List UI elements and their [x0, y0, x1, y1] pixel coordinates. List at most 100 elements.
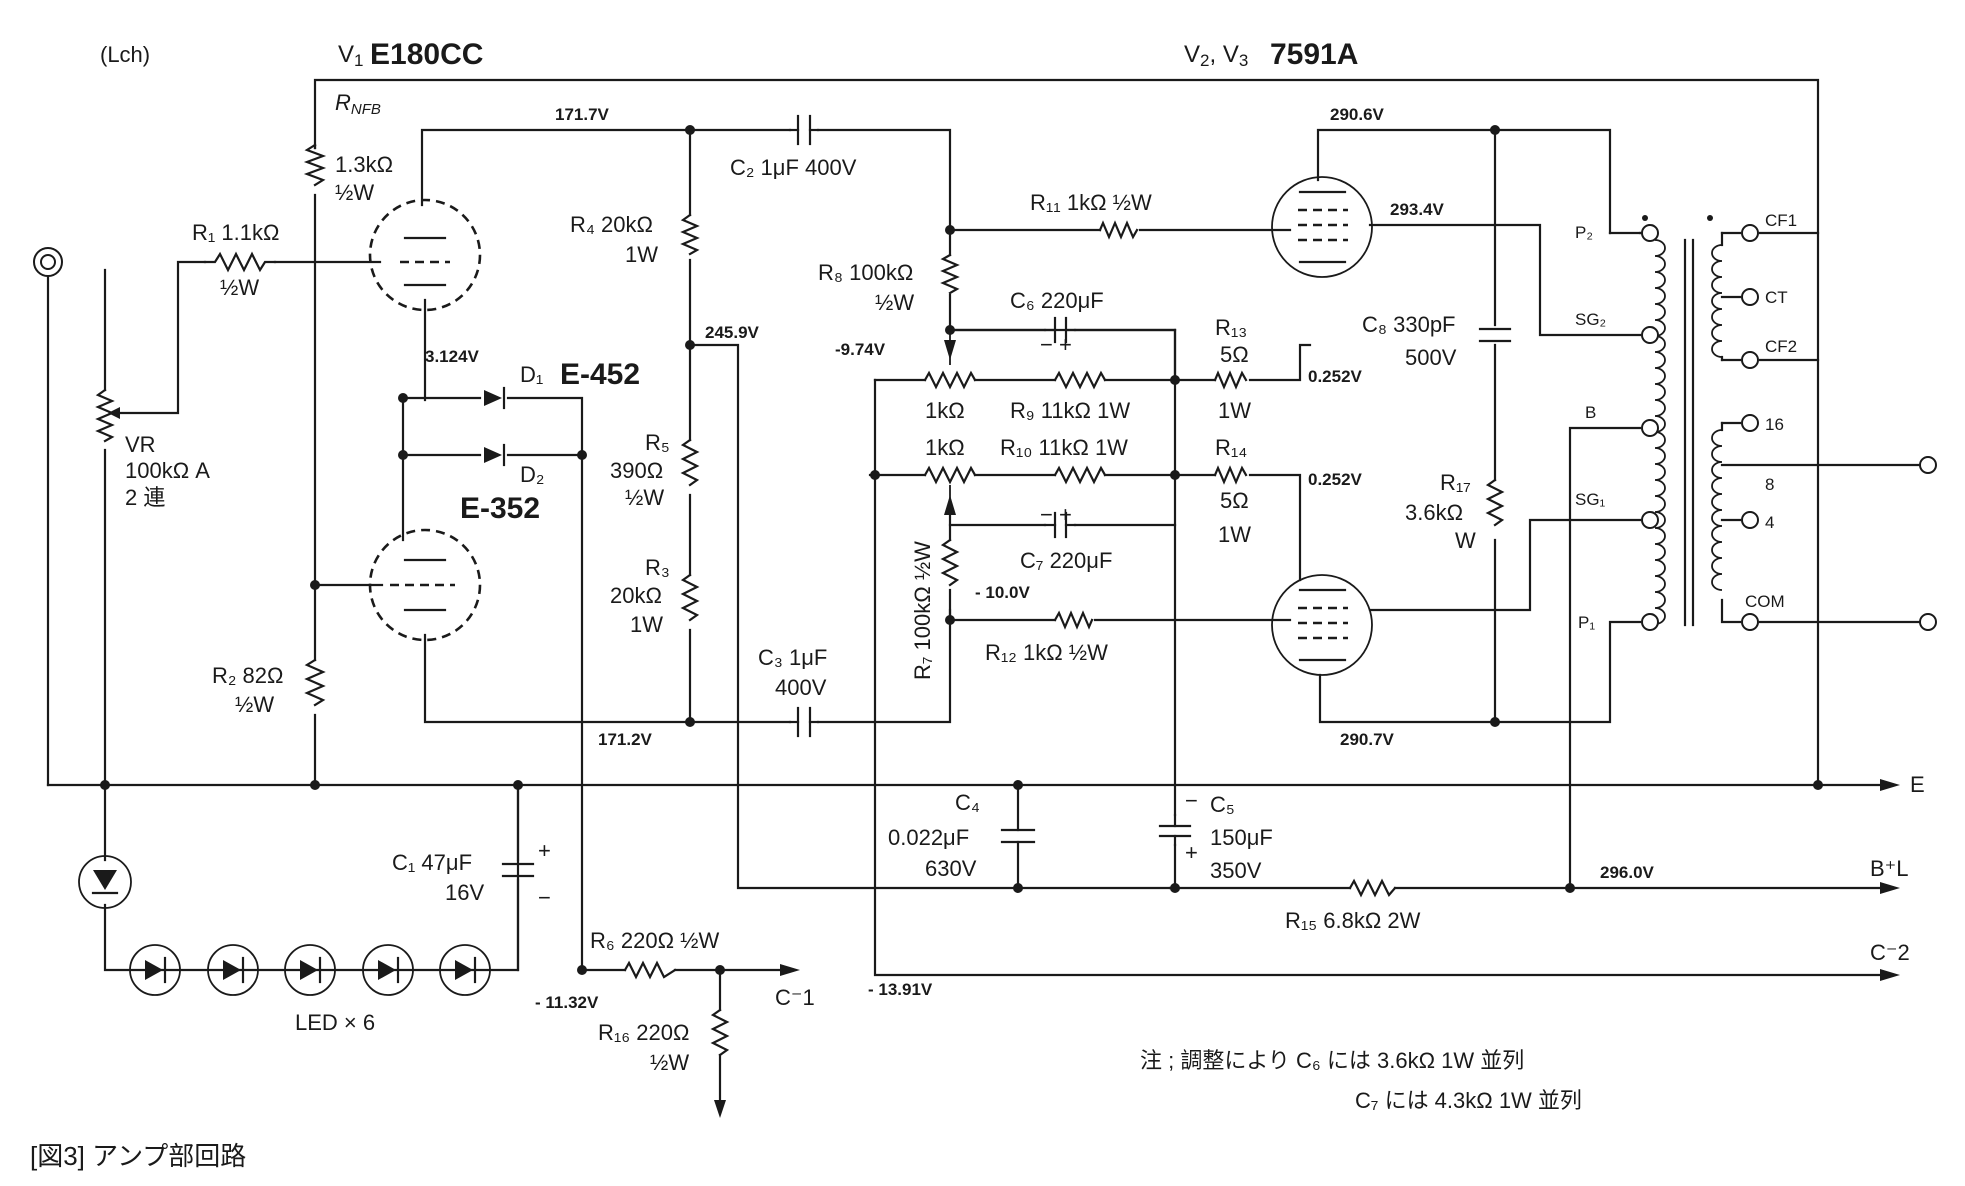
c5-label: C₅ — [1210, 792, 1235, 817]
rnfb-watt: ½W — [335, 180, 374, 205]
c8-capacitor — [1478, 327, 1512, 343]
r14-value: 5Ω — [1220, 488, 1249, 513]
c8-voltage: 500V — [1405, 345, 1457, 370]
r9-label: R₉ 11kΩ 1W — [1010, 398, 1130, 423]
terminal-com — [1741, 613, 1759, 631]
r16-watt: ½W — [650, 1050, 689, 1075]
arrow-c2 — [1880, 969, 1900, 981]
r14-label: R₁₄ — [1215, 435, 1247, 460]
channel-label: (Lch) — [100, 42, 150, 67]
sg2-label: SG₂ — [1575, 310, 1606, 329]
terminal-16 — [1741, 414, 1759, 432]
r2-watt: ½W — [235, 692, 274, 717]
c4-value: 0.022μF — [888, 825, 969, 850]
r9-resistor — [1053, 370, 1107, 390]
r1-watt: ½W — [220, 275, 259, 300]
r3-label: R₃ — [645, 555, 670, 580]
c6-capacitor — [1043, 316, 1077, 344]
rail-c2-label: C⁻2 — [1870, 940, 1910, 965]
com-wire — [1720, 598, 1742, 624]
r16-label: R₁₆ 220Ω — [598, 1020, 689, 1045]
v2-screen-wire — [1368, 223, 1642, 337]
bplus-wire — [1568, 426, 1642, 890]
r17-resistor — [1485, 478, 1505, 527]
r14-watt: 1W — [1218, 522, 1251, 547]
r5-value: 390Ω — [610, 458, 663, 483]
v-p1-label: 290.7V — [1340, 730, 1395, 749]
c2-wire — [816, 128, 952, 232]
c8-label: C₈ 330pF — [1362, 312, 1456, 337]
terminal-b — [1641, 419, 1659, 437]
output-terminal-8 — [1919, 456, 1937, 474]
arrow-r16 — [714, 1100, 726, 1118]
r8-watt: ½W — [875, 290, 914, 315]
v-b-label: 296.0V — [1600, 863, 1655, 882]
c3-label: C₃ 1μF — [758, 645, 827, 670]
led-indicator — [78, 855, 132, 909]
c7-polarity: − + — [1040, 502, 1072, 527]
pot-b-resistor — [923, 465, 977, 485]
r15-label: R₁₅ 6.8kΩ 2W — [1285, 908, 1421, 933]
r17-value: 3.6kΩ — [1405, 500, 1463, 525]
v2-pentode — [1271, 176, 1373, 278]
pot-a-resistor — [923, 370, 977, 390]
r6-label: R₆ 220Ω ½W — [590, 928, 719, 953]
r15-resistor — [1348, 878, 1397, 898]
r5-label: R₅ — [645, 430, 670, 455]
r17-label: R₁₇ — [1440, 470, 1471, 495]
v-c2-label: - 13.91V — [868, 980, 933, 999]
arrow-bl — [1880, 882, 1900, 894]
r5-watt: ½W — [625, 485, 664, 510]
r8-label: R₈ 100kΩ — [818, 260, 913, 285]
terminal-cf2 — [1741, 351, 1759, 369]
rail-bl-label: B⁺L — [1870, 856, 1909, 881]
c5-polarity-neg: − — [1185, 788, 1198, 813]
r3-value: 20kΩ — [610, 583, 662, 608]
c2-label: C₂ 1μF 400V — [730, 155, 857, 180]
r10-resistor — [1053, 465, 1107, 485]
p2-label: P₂ — [1575, 223, 1593, 242]
r3-watt: 1W — [630, 612, 663, 637]
led-2 — [207, 944, 259, 996]
v-p2-label: 290.6V — [1330, 105, 1385, 124]
v-mid-label: 245.9V — [705, 323, 760, 342]
r3-resistor — [680, 573, 700, 622]
r11-label: R₁₁ 1kΩ ½W — [1030, 190, 1152, 215]
rnfb-value: 1.3kΩ — [335, 152, 393, 177]
r8-resistor — [940, 253, 960, 295]
v2-plate-wire — [1316, 128, 1612, 235]
v-k2-label: 0.252V — [1308, 367, 1363, 386]
rail-e-label: E — [1910, 772, 1925, 797]
terminal-p1 — [1641, 613, 1659, 631]
left-wire-a — [313, 193, 384, 587]
note-line-2: C₇ には 4.3kΩ 1W 並列 — [1355, 1088, 1582, 1113]
r11-resistor — [1098, 220, 1139, 240]
r12-resistor — [1053, 610, 1094, 630]
terminal-sg2 — [1641, 326, 1659, 344]
c4-label: C₄ — [955, 790, 980, 815]
c2-capacitor — [788, 114, 820, 146]
c1-label: C₁ 47μF — [392, 850, 472, 875]
r5-resistor — [680, 438, 700, 487]
led-3 — [284, 944, 336, 996]
v3-screen-wire — [1368, 518, 1642, 612]
r10-label: R₁₀ 11kΩ 1W — [1000, 435, 1128, 460]
c7-capacitor — [1043, 511, 1077, 539]
r7-resistor — [940, 538, 960, 587]
c1-capacitor — [501, 862, 535, 878]
v1-upper-triode — [368, 198, 482, 312]
r13-label: R₁₃ — [1215, 315, 1247, 340]
pot-a-label: 1kΩ — [925, 398, 965, 423]
c1-polarity-neg: − — [538, 885, 551, 910]
led-4 — [362, 944, 414, 996]
neg-supply-wire — [873, 378, 1882, 977]
arrow-c1 — [780, 964, 800, 976]
d2-type: E-352 — [460, 492, 540, 525]
r17-watt: W — [1455, 528, 1476, 553]
p1-label: P₁ — [1578, 613, 1595, 632]
r2-resistor — [304, 658, 326, 707]
r12-label: R₁₂ 1kΩ ½W — [985, 640, 1108, 665]
r13-value: 5Ω — [1220, 342, 1249, 367]
tap-8-label: 8 — [1765, 475, 1774, 494]
c3-capacitor — [788, 706, 820, 738]
